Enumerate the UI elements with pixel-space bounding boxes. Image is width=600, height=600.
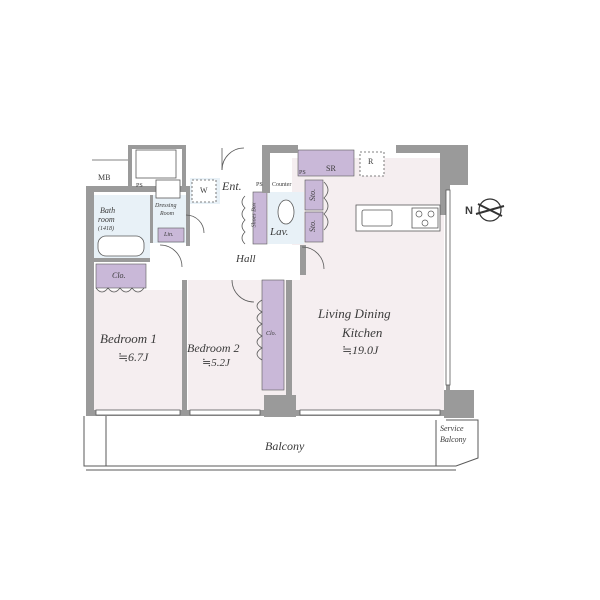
storage-upper-label: Sto. bbox=[308, 188, 318, 202]
cooktop bbox=[411, 207, 439, 229]
refrigerator-label: R bbox=[368, 157, 374, 166]
compass-north-label: N bbox=[465, 205, 473, 217]
washer-label: W bbox=[200, 186, 208, 195]
counter-label: Counter bbox=[272, 182, 292, 188]
closet-bed2-fill bbox=[261, 279, 285, 391]
lavatory-label: Lav. bbox=[270, 226, 289, 238]
washer-box bbox=[191, 179, 217, 203]
closet-bed1-fill bbox=[95, 263, 147, 289]
bedroom1-floor bbox=[94, 290, 182, 413]
storage-areas bbox=[95, 149, 355, 391]
bedroom1-size: ≒6.7J bbox=[118, 350, 149, 364]
service-balcony-line1: Service bbox=[440, 424, 464, 433]
mb-box bbox=[135, 149, 177, 179]
storage-lower-fill bbox=[304, 211, 324, 243]
dressing-line1: Dressing bbox=[155, 203, 177, 209]
mb-label: MB bbox=[98, 173, 111, 182]
hall-label: Hall bbox=[236, 253, 256, 265]
balcony-outline bbox=[83, 416, 479, 471]
bedroom2-size: ≒5.2J bbox=[202, 357, 230, 369]
doors bbox=[95, 147, 329, 361]
sink bbox=[361, 209, 393, 227]
dressing-line2: Room bbox=[160, 211, 174, 217]
bathroom-line1: Bath bbox=[100, 206, 116, 215]
storage-upper-fill bbox=[304, 179, 324, 211]
bathtub bbox=[97, 235, 145, 257]
balcony-label: Balcony bbox=[265, 439, 305, 453]
storage-lower-label: Sto. bbox=[308, 219, 318, 233]
entrance-label: Ent. bbox=[222, 179, 242, 193]
bedroom2-name: Bedroom 2 bbox=[187, 341, 240, 355]
storage-room-label: SR bbox=[326, 164, 336, 173]
sr-fill bbox=[297, 149, 355, 177]
closet-bed1-label: Clo. bbox=[112, 271, 126, 280]
ldk-size: ≒19.0J bbox=[342, 343, 379, 357]
linen-label: Lin. bbox=[164, 232, 174, 238]
toilet-bowl bbox=[277, 199, 295, 225]
ps-entry-label: PS bbox=[256, 182, 263, 188]
bedroom1-name: Bedroom 1 bbox=[100, 331, 157, 346]
bathroom-line2: room bbox=[98, 215, 115, 224]
shoes-box-label: Shoes Box bbox=[251, 202, 258, 228]
ps-kitchen-label: PS bbox=[299, 170, 306, 176]
ps-left-label: PS bbox=[136, 183, 143, 189]
closet-bed2-label: Clo. bbox=[266, 331, 277, 337]
shoes-box-fill bbox=[252, 191, 268, 245]
windows bbox=[95, 189, 451, 416]
linen-fill bbox=[157, 227, 185, 243]
vanity bbox=[155, 179, 181, 199]
bathroom-line3: (1418) bbox=[98, 226, 114, 232]
service-balcony-line2: Balcony bbox=[440, 435, 467, 444]
ldk-name-line1: Living Dining bbox=[318, 306, 391, 321]
hall-floor bbox=[182, 245, 300, 280]
compass-icon bbox=[475, 198, 505, 222]
fixtures bbox=[97, 149, 441, 257]
cooktop-burners bbox=[415, 210, 435, 227]
ldk-name-line2: Kitchen bbox=[342, 325, 383, 340]
fridge-box bbox=[359, 151, 385, 177]
